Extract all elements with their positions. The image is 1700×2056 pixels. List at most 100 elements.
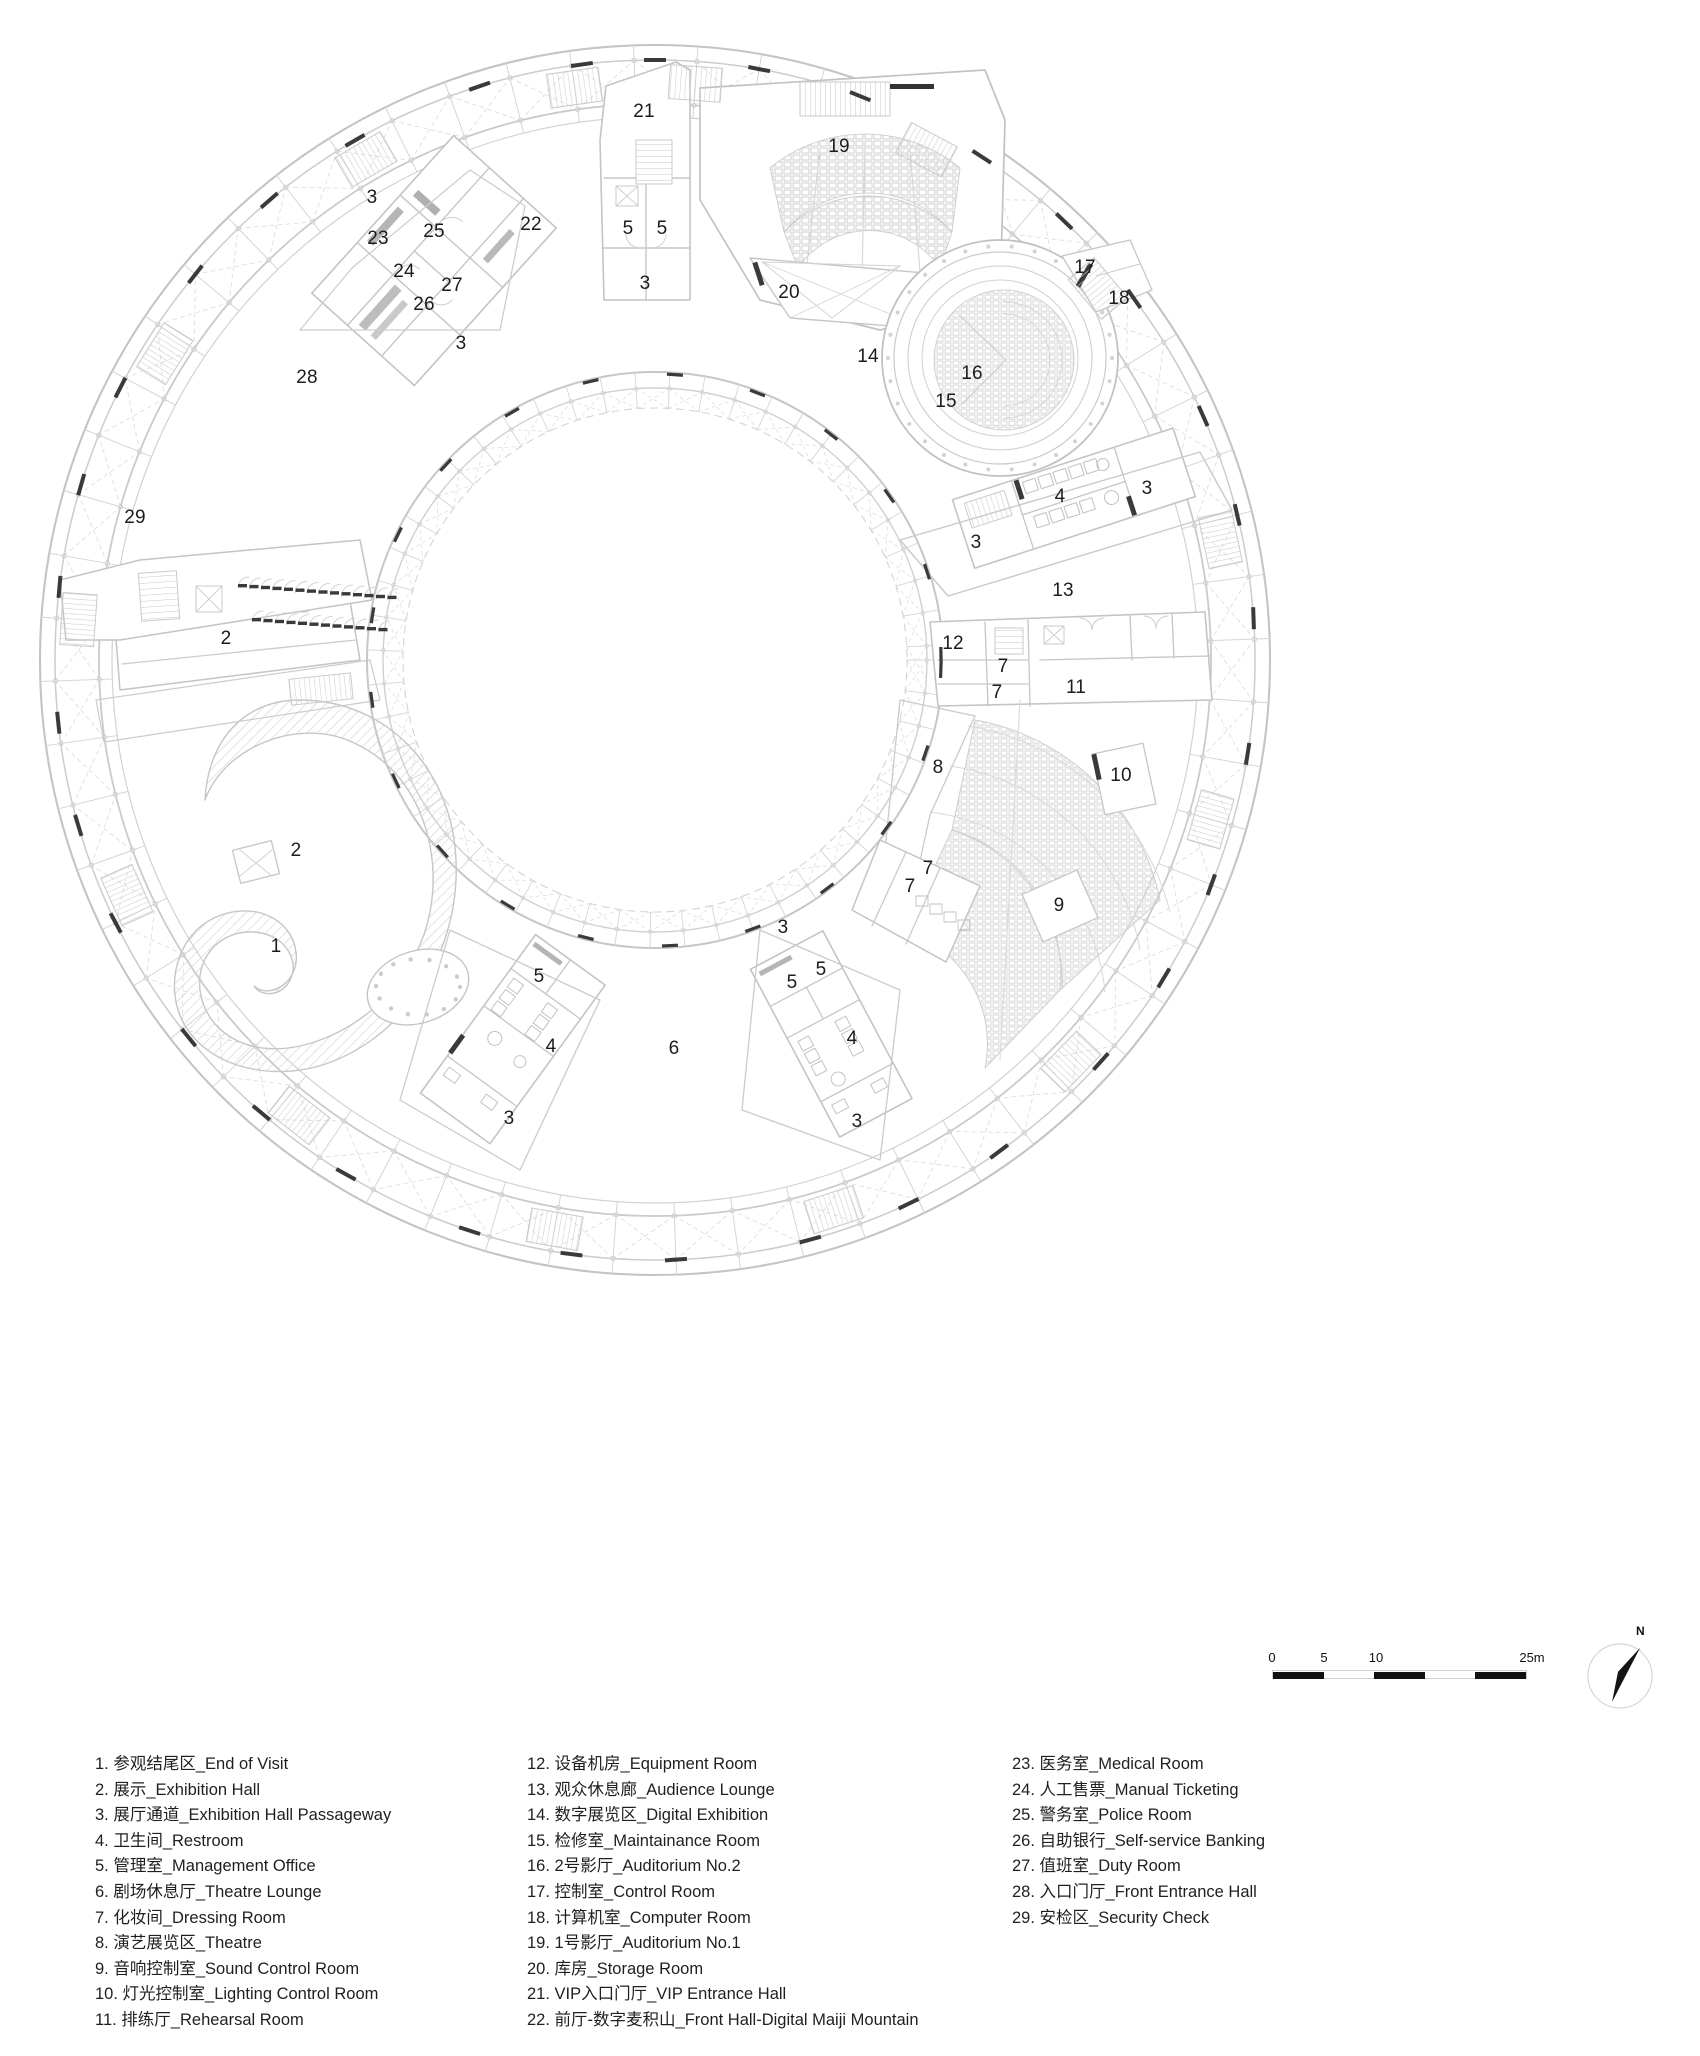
room-number-3: 3 (1141, 478, 1153, 499)
scale-tick-label: 10 (1368, 1650, 1384, 1665)
scale-bar-segment (1374, 1672, 1425, 1679)
ring-door-markers (55, 58, 1256, 1263)
legend-item: 26. 自助银行_Self-service Banking (1012, 1831, 1266, 1850)
room-number-24: 24 (393, 261, 415, 282)
legend-item: 14. 数字展览区_Digital Exhibition (527, 1806, 769, 1825)
legend-item: 4. 卫生间_Restroom (95, 1831, 244, 1850)
spiral-exhibition (95, 571, 470, 1073)
legend-item: 12. 设备机房_Equipment Room (527, 1755, 758, 1773)
room-number-20: 20 (778, 282, 800, 303)
room-number-3: 3 (455, 333, 467, 354)
legend-item: 19. 1号影厅_Auditorium No.1 (527, 1934, 741, 1953)
room-number-3: 3 (639, 273, 651, 294)
room-number-4: 4 (846, 1028, 858, 1049)
scale-bar: 0 5 10 25m (1268, 1650, 1545, 1702)
inner-ring-bays (366, 371, 944, 949)
legend: 1. 参观结尾区_End of Visit 2. 展示_Exhibition Ha… (0, 1752, 1700, 2052)
ring-stairs (59, 64, 1243, 1251)
room-number-27: 27 (441, 275, 463, 296)
room-number-11: 11 (1065, 677, 1087, 698)
room-number-14: 14 (857, 346, 879, 367)
room-number-15: 15 (935, 391, 957, 412)
scale-bar-segment (1273, 1672, 1324, 1679)
room-number-26: 26 (413, 294, 435, 315)
room-number-10: 10 (1110, 765, 1132, 786)
auditorium-no2 (881, 239, 1153, 477)
legend-item: 11. 排练厅_Rehearsal Room (95, 2010, 304, 2029)
room-number-23: 23 (367, 228, 389, 249)
room-number-3: 3 (503, 1108, 515, 1129)
legend-item: 5. 管理室_Management Office (95, 1857, 316, 1876)
legend-column-1: 1. 参观结尾区_End of Visit 2. 展示_Exhibition Ha… (95, 1752, 515, 2034)
legend-item: 20. 库房_Storage Room (527, 1959, 704, 1978)
legend-item: 13. 观众休息廊_Audience Lounge (527, 1780, 775, 1799)
compass-rose: N (1584, 1624, 1662, 1714)
room-number-5: 5 (656, 218, 668, 239)
room-number-3: 3 (970, 532, 982, 553)
legend-item: 29. 安检区_Security Check (1012, 1908, 1210, 1927)
room-number-22: 22 (520, 214, 542, 235)
legend-item: 18. 计算机室_Computer Room (527, 1908, 751, 1927)
auditorium-no2-seating (933, 289, 1075, 431)
room-number-13: 13 (1052, 580, 1074, 601)
scale-bar-segment (1475, 1672, 1526, 1679)
scale-bar-labels: 0 5 10 25m (1268, 1650, 1544, 1668)
room-number-1: 1 (270, 936, 282, 957)
room-number-7: 7 (904, 876, 916, 897)
room-number-3: 3 (366, 187, 378, 208)
room-number-19: 19 (828, 136, 850, 157)
legend-item: 10. 灯光控制室_Lighting Control Room (95, 1985, 379, 2004)
restroom-block-bottom-right (741, 929, 913, 1161)
scale-tick-label: 0 (1268, 1650, 1276, 1665)
legend-column-3: 23. 医务室_Medical Room 24. 人工售票_Manual Tick… (1012, 1752, 1482, 1931)
room-number-8: 8 (932, 757, 944, 778)
room-number-2: 2 (220, 628, 232, 649)
scale-tick-label: 5 (1320, 1650, 1328, 1665)
legend-item: 15. 检修室_Maintainance Room (527, 1831, 760, 1850)
room-number-28: 28 (296, 367, 318, 388)
legend-item: 8. 演艺展览区_Theatre (95, 1934, 262, 1953)
legend-item: 22. 前厅-数字麦积山_Front Hall-Digital Maiji Mo… (527, 2010, 919, 2029)
scale-bar-graphic (1272, 1670, 1527, 1679)
room-number-3: 3 (777, 917, 789, 938)
room-number-9: 9 (1053, 895, 1065, 916)
vip-entrance-block (599, 61, 691, 301)
legend-item: 27. 值班室_Duty Room (1012, 1857, 1181, 1876)
compass-icon (1587, 1643, 1653, 1709)
restroom-block-right (899, 427, 1233, 597)
legend-item: 28. 入口门厅_Front Entrance Hall (1012, 1882, 1257, 1901)
theatre-block (851, 611, 1213, 1069)
legend-item: 17. 控制室_Control Room (527, 1882, 715, 1901)
legend-column-2: 12. 设备机房_Equipment Room 13. 观众休息廊_Audienc… (527, 1752, 997, 2034)
floor-plan-svg (38, 43, 1272, 1277)
legend-item: 1. 参观结尾区_End of Visit (95, 1755, 289, 1773)
room-number-5: 5 (786, 972, 798, 993)
room-number-12: 12 (942, 633, 964, 654)
room-number-7: 7 (922, 858, 934, 879)
room-number-7: 7 (997, 656, 1009, 677)
room-number-5: 5 (622, 218, 634, 239)
legend-item: 3. 展厅通道_Exhibition Hall Passageway (95, 1806, 392, 1825)
room-number-5: 5 (815, 959, 827, 980)
entrance-doors (237, 576, 399, 633)
room-number-18: 18 (1108, 288, 1130, 309)
security-check-area (59, 539, 399, 641)
room-number-16: 16 (961, 363, 983, 384)
room-number-6: 6 (668, 1038, 680, 1059)
legend-item: 25. 警务室_Police Room (1012, 1806, 1192, 1825)
room-number-3: 3 (851, 1111, 863, 1132)
scale-tick-label: 25m (1519, 1650, 1545, 1665)
legend-item: 6. 剧场休息厅_Theatre Lounge (95, 1882, 322, 1901)
legend-item: 21. VIP入口门厅_VIP Entrance Hall (527, 1985, 787, 2004)
room-number-17: 17 (1074, 257, 1096, 278)
legend-item: 7. 化妆间_Dressing Room (95, 1908, 286, 1927)
legend-item: 2. 展示_Exhibition Hall (95, 1780, 261, 1799)
service-block-upper-left (299, 134, 558, 387)
room-number-2: 2 (290, 840, 302, 861)
legend-item: 24. 人工售票_Manual Ticketing (1012, 1780, 1239, 1799)
room-number-7: 7 (991, 682, 1003, 703)
room-number-29: 29 (124, 507, 146, 528)
legend-item: 23. 医务室_Medical Room (1012, 1755, 1204, 1773)
restroom-block-bottom-left (399, 929, 606, 1171)
